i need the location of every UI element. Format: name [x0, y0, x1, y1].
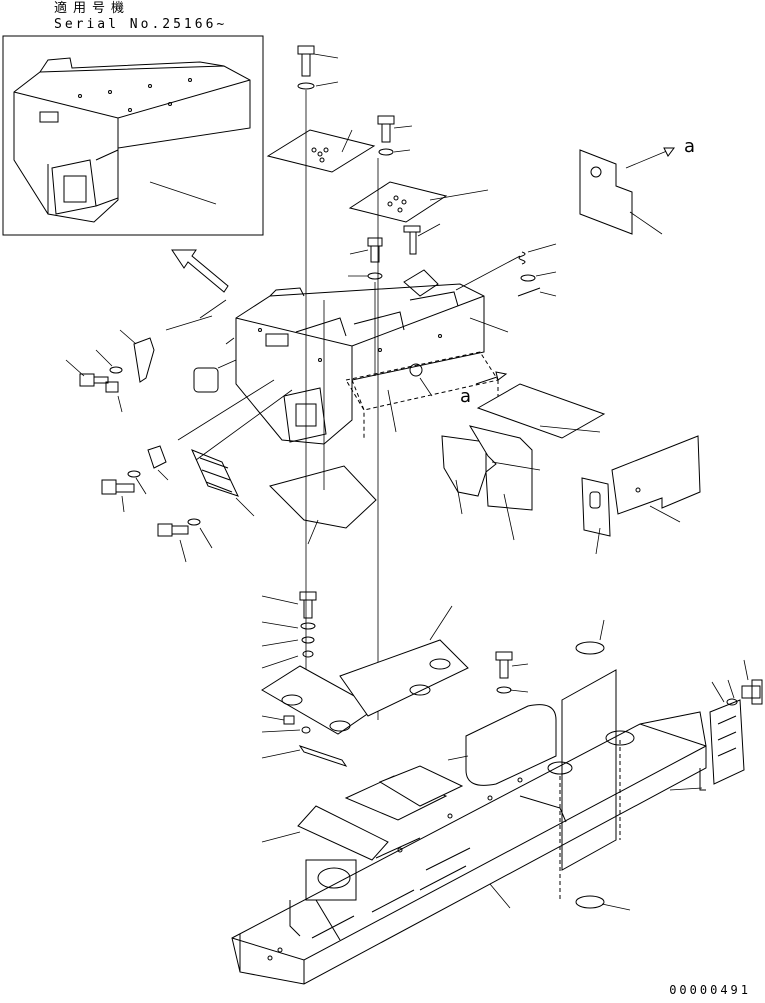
side-panel-right — [581, 435, 701, 555]
direction-arrow — [171, 249, 229, 293]
side-panel-center — [441, 425, 541, 541]
spring-pin — [517, 243, 557, 297]
applicability-label: 適用号機 — [54, 1, 131, 16]
bolt-top-1 — [297, 45, 339, 90]
side-plate-a — [579, 147, 675, 235]
hinge-assembly — [101, 445, 255, 517]
bolt-top-2 — [377, 115, 413, 156]
floor-panel-set — [261, 765, 464, 861]
bolt-mid-1 — [348, 237, 383, 280]
arrow-a-mid — [475, 371, 508, 385]
fuel-tank-outline — [561, 669, 617, 871]
handle-knob — [403, 223, 441, 255]
grommet-right — [575, 619, 631, 911]
view-a-callout-top: a — [684, 136, 695, 157]
vent-grille — [709, 659, 763, 785]
cover-plate-right-1 — [476, 383, 606, 439]
cover-plate-2 — [348, 181, 489, 223]
floor-plate — [269, 465, 377, 545]
access-cover-lower-2 — [339, 605, 469, 717]
serial-number-label: Serial No.25166~ — [54, 17, 228, 32]
view-a-callout-mid: a — [460, 386, 471, 407]
document-id: 00000491 — [669, 983, 751, 997]
inset-frame — [2, 35, 264, 236]
bolt-left-lower — [157, 518, 213, 563]
side-bracket-left — [65, 329, 237, 413]
inset-frame-assembly — [13, 57, 251, 223]
upper-frame-assembly — [235, 269, 499, 445]
cover-plate-1 — [266, 129, 376, 173]
bolt-lower-left — [261, 591, 348, 767]
battery-cover — [447, 704, 557, 786]
bolt-lower-center — [495, 651, 529, 694]
lower-base-frame — [231, 711, 707, 985]
